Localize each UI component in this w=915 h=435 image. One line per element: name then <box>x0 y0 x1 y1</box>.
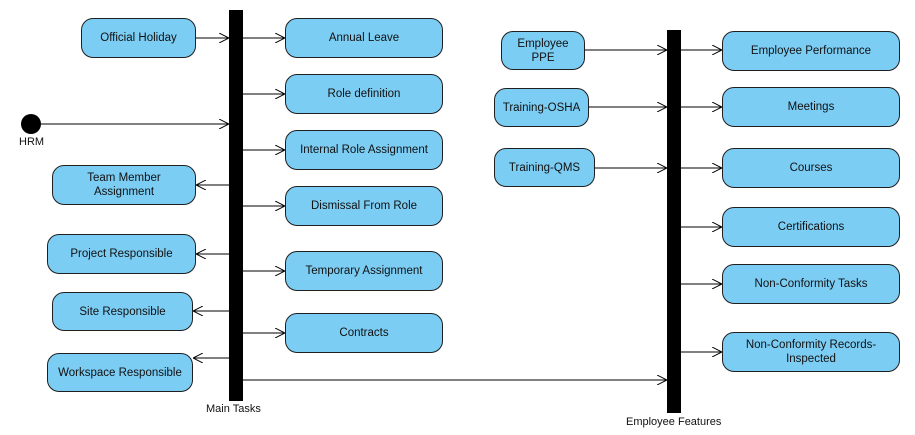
employee-features-fork-bar[interactable] <box>667 30 681 413</box>
action-team-member-assignment[interactable]: Team Member Assignment <box>52 165 196 205</box>
action-site-responsible[interactable]: Site Responsible <box>52 292 193 331</box>
action-official-holiday[interactable]: Official Holiday <box>81 18 196 58</box>
action-non-conformity-tasks[interactable]: Non-Conformity Tasks <box>722 264 900 304</box>
action-employee-performance[interactable]: Employee Performance <box>722 31 900 71</box>
action-role-definition[interactable]: Role definition <box>285 74 443 114</box>
action-training-osha[interactable]: Training-OSHA <box>494 88 589 127</box>
action-certifications[interactable]: Certifications <box>722 207 900 247</box>
action-project-responsible[interactable]: Project Responsible <box>47 234 196 274</box>
action-meetings[interactable]: Meetings <box>722 87 900 127</box>
action-non-conformity-records-inspected[interactable]: Non-Conformity Records-Inspected <box>722 332 900 372</box>
main-tasks-label: Main Tasks <box>206 403 261 415</box>
action-internal-role-assignment[interactable]: Internal Role Assignment <box>285 130 443 170</box>
action-courses[interactable]: Courses <box>722 148 900 188</box>
action-temporary-assignment[interactable]: Temporary Assignment <box>285 251 443 291</box>
action-dismissal-from-role[interactable]: Dismissal From Role <box>285 186 443 226</box>
initial-node[interactable] <box>21 114 41 134</box>
main-tasks-fork-bar[interactable] <box>229 10 243 401</box>
action-annual-leave[interactable]: Annual Leave <box>285 18 443 58</box>
action-contracts[interactable]: Contracts <box>285 313 443 353</box>
employee-features-label: Employee Features <box>626 416 722 428</box>
action-training-qms[interactable]: Training-QMS <box>494 148 595 187</box>
action-workspace-responsible[interactable]: Workspace Responsible <box>47 353 193 392</box>
action-employee-ppe[interactable]: Employee PPE <box>501 31 585 70</box>
initial-node-label: HRM <box>19 136 45 148</box>
